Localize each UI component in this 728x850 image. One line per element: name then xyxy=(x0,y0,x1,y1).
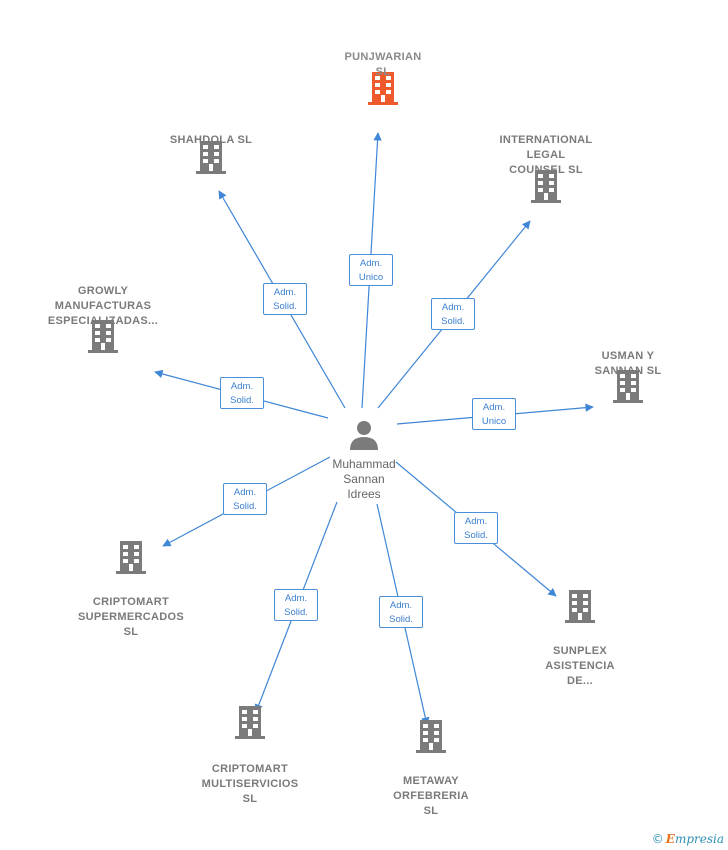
building-icon-criptomart-super[interactable] xyxy=(116,541,146,574)
relation-text: Adm. xyxy=(230,381,254,392)
relation-text: Solid. xyxy=(389,614,413,625)
company-label-line: PUNJWARIAN xyxy=(344,51,422,63)
relation-text: Adm. xyxy=(441,302,465,313)
company-label-international[interactable]: INTERNATIONAL LEGAL COUNSEL SL xyxy=(500,133,593,178)
relation-text: Adm. xyxy=(284,593,308,604)
relation-text: Adm. xyxy=(233,487,257,498)
relation-text: Unico xyxy=(481,416,507,427)
building-icon-criptomart-multi[interactable] xyxy=(235,706,265,739)
company-label-line: SL xyxy=(423,805,439,817)
company-label-line: USMAN Y xyxy=(601,350,655,362)
company-label-criptomart-super[interactable]: CRIPTOMART SUPERMERCADOS SL xyxy=(78,595,184,640)
company-label-punjwarian[interactable]: PUNJWARIAN SL xyxy=(345,50,422,80)
company-label-line: GROWLY xyxy=(77,285,129,297)
company-label-line: SUNPLEX xyxy=(552,645,608,657)
company-label-line: ORFEBRERIA xyxy=(393,790,469,802)
relation-badge-usman[interactable]: Adm. Unico xyxy=(472,398,516,430)
company-label-line: SL xyxy=(123,626,139,638)
company-label-line: INTERNATIONAL xyxy=(499,134,593,146)
company-label-criptomart-multi[interactable]: CRIPTOMART MULTISERVICIOS SL xyxy=(202,762,299,807)
relation-text: Solid. xyxy=(441,316,465,327)
relation-text: Solid. xyxy=(233,501,257,512)
relation-text: Adm. xyxy=(389,600,413,611)
building-icon-sunplex[interactable] xyxy=(565,590,595,623)
company-label-line: CRIPTOMART xyxy=(92,596,170,608)
person-icon xyxy=(350,421,378,450)
company-label-line: DE... xyxy=(567,675,593,687)
copyright-icon: © xyxy=(651,832,664,846)
brand-logo: ©Empresia xyxy=(651,832,724,846)
relation-badge-growly[interactable]: Adm. Solid. xyxy=(220,377,264,409)
relation-text: Adm. xyxy=(273,287,297,298)
company-label-shahdola[interactable]: SHAHDOLA SL xyxy=(170,133,252,148)
relation-text: Adm. xyxy=(464,516,488,527)
company-label-line: LEGAL xyxy=(526,149,566,161)
relation-badge-international[interactable]: Adm. Solid. xyxy=(431,298,475,330)
company-label-line: ESPECIALIZADAS... xyxy=(47,315,159,327)
relation-badge-criptomart-multi[interactable]: Adm. Solid. xyxy=(274,589,318,621)
relation-text: Solid. xyxy=(230,395,254,406)
relation-text: Solid. xyxy=(464,530,488,541)
company-label-line: SL xyxy=(242,793,258,805)
company-label-line: CRIPTOMART xyxy=(211,763,289,775)
relation-text: Adm. xyxy=(359,258,383,269)
relation-badge-criptomart-super[interactable]: Adm. Solid. xyxy=(223,483,267,515)
company-label-line: MANUFACTURAS xyxy=(54,300,152,312)
company-label-line: METAWAY xyxy=(403,775,459,787)
relation-badge-punjwarian[interactable]: Adm. Unico xyxy=(349,254,393,286)
company-label-usman[interactable]: USMAN Y SANNAN SL xyxy=(595,349,662,379)
company-label-line: SHAHDOLA SL xyxy=(169,134,253,146)
company-label-growly[interactable]: GROWLY MANUFACTURAS ESPECIALIZADAS... xyxy=(48,284,158,329)
company-label-line: MULTISERVICIOS xyxy=(201,778,299,790)
company-label-metaway[interactable]: METAWAY ORFEBRERIA SL xyxy=(393,774,469,819)
company-label-line: ASISTENCIA xyxy=(545,660,615,672)
relation-text: Solid. xyxy=(284,607,308,618)
company-label-line: SL xyxy=(375,66,391,78)
relation-text: Unico xyxy=(358,272,384,283)
relation-badge-sunplex[interactable]: Adm. Solid. xyxy=(454,512,498,544)
relation-badge-shahdola[interactable]: Adm. Solid. xyxy=(263,283,307,315)
company-label-line: COUNSEL SL xyxy=(509,164,583,176)
building-icon-metaway[interactable] xyxy=(416,720,446,753)
relation-badge-metaway[interactable]: Adm. Solid. xyxy=(379,596,423,628)
center-person-name[interactable]: Muhammad Sannan Idrees xyxy=(332,457,396,501)
company-label-line: SUPERMERCADOS xyxy=(78,611,184,623)
company-label-line: SANNAN SL xyxy=(594,365,662,377)
company-label-sunplex[interactable]: SUNPLEX ASISTENCIA DE... xyxy=(545,644,615,689)
relation-text: Adm. xyxy=(482,402,506,413)
relation-text: Solid. xyxy=(273,301,297,312)
